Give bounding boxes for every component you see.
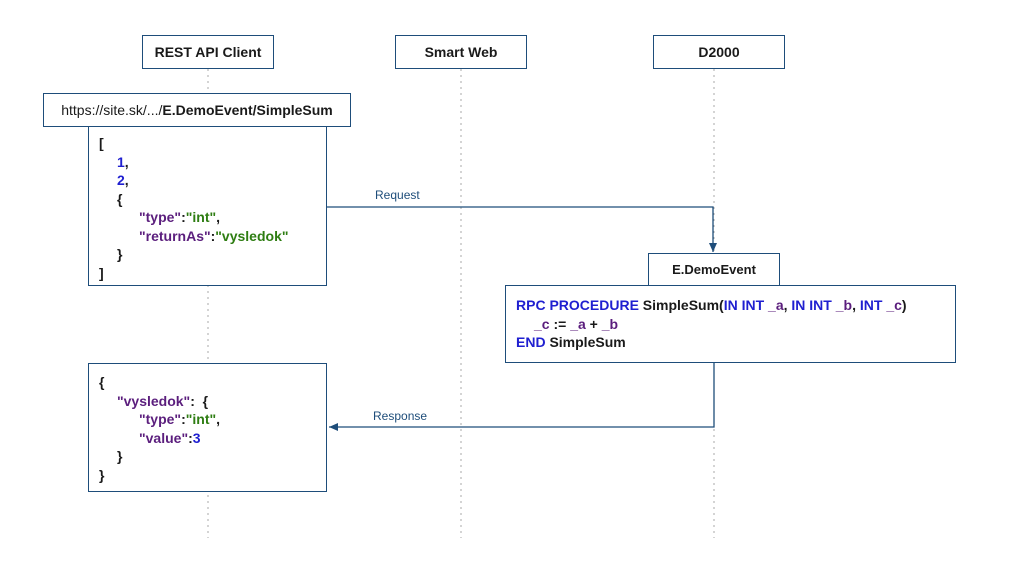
req-return-key: "returnAs" xyxy=(139,227,211,244)
end-name: SimpleSum xyxy=(549,334,626,350)
event-procedure: RPC PROCEDURE SimpleSum(IN INT _a, IN IN… xyxy=(505,285,956,363)
resp-key: "vysledok" xyxy=(117,392,191,409)
participant-rest-client-label: REST API Client xyxy=(154,44,262,60)
req-obj-open: { xyxy=(117,190,123,207)
kw-int: INT xyxy=(859,297,883,313)
req-obj-close: } xyxy=(117,246,123,262)
request-body: [1,2,{"type":"int","returnAs":"vysledok"… xyxy=(88,126,327,286)
body-c: _c xyxy=(534,315,550,332)
resp-type-value: "int" xyxy=(185,411,217,427)
param-b: _b xyxy=(835,297,853,313)
param-a: _a xyxy=(768,297,784,313)
request-arrow xyxy=(327,206,717,252)
response-arrow xyxy=(329,363,715,431)
resp-close-brace: } xyxy=(99,466,105,483)
req-type-value: "int" xyxy=(185,209,217,225)
kw-end: END xyxy=(516,334,546,350)
param-c: _c xyxy=(886,297,902,313)
resp-inner-close: } xyxy=(117,448,123,464)
request-url: https://site.sk/.../E.DemoEvent/SimpleSu… xyxy=(43,93,351,127)
participant-smart-web-label: Smart Web xyxy=(424,44,498,60)
kw-in-int-1: IN INT xyxy=(723,297,765,313)
request-label: Request xyxy=(375,188,420,202)
body-op: := xyxy=(553,315,567,332)
body-plus: + xyxy=(589,315,598,332)
req-type-key: "type" xyxy=(139,209,182,225)
event-name: E.DemoEvent xyxy=(672,262,756,277)
url-path: E.DemoEvent/SimpleSum xyxy=(162,102,333,118)
resp-value-key: "value" xyxy=(139,429,189,446)
participant-d2000: D2000 xyxy=(653,35,785,69)
resp-value: 3 xyxy=(192,429,201,446)
req-close-bracket: ] xyxy=(99,264,104,281)
kw-rpc-procedure: RPC PROCEDURE xyxy=(516,297,639,313)
response-label: Response xyxy=(373,409,428,423)
resp-inner-open: { xyxy=(202,392,209,409)
req-arg1: 1 xyxy=(117,153,125,170)
body-b: _b xyxy=(601,315,619,332)
participant-rest-client: REST API Client xyxy=(142,35,274,69)
participant-d2000-label: D2000 xyxy=(698,44,740,60)
event-header: E.DemoEvent xyxy=(648,253,780,286)
kw-in-int-2: IN INT xyxy=(791,297,832,313)
req-open-bracket: [ xyxy=(99,135,104,151)
response-body: {"vysledok": {"type":"int","value":3}} xyxy=(88,363,327,492)
proc-name: SimpleSum( xyxy=(642,297,724,313)
req-arg2: 2 xyxy=(117,172,125,188)
participant-smart-web: Smart Web xyxy=(395,35,527,69)
resp-open-brace: { xyxy=(99,374,105,390)
url-prefix: https://site.sk/.../ xyxy=(61,102,163,118)
resp-type-key: "type" xyxy=(139,411,182,427)
body-a: _a xyxy=(570,315,586,332)
req-return-value: "vysledok" xyxy=(215,227,289,244)
